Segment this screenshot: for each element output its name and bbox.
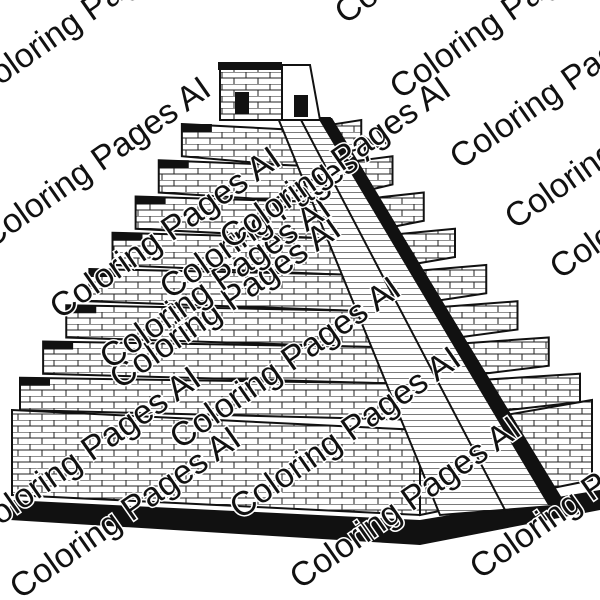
temple-door-icon [235,92,249,114]
temple [218,62,322,121]
staircase [276,117,567,517]
temple-door-icon [294,95,308,117]
